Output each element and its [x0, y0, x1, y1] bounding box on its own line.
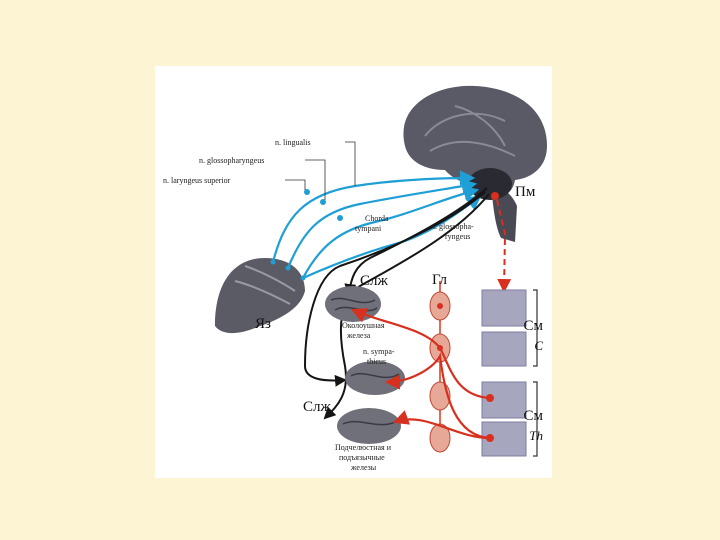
diagram-svg: n. lingualis n. glossopharyngeus n. lary…	[155, 66, 552, 478]
label-c: C	[534, 338, 543, 353]
label-slzh-bottom: Слж	[303, 399, 331, 415]
label-chorda-2: tympani	[355, 224, 382, 233]
label-n-glossopharyngeus: n. glossopharyngeus	[199, 156, 264, 165]
submandibular-gland	[345, 361, 405, 395]
label-n-lingualis: n. lingualis	[275, 138, 311, 147]
label-yaz: Яз	[255, 316, 271, 332]
leader-lines	[285, 142, 355, 200]
spinal-cord	[482, 290, 526, 456]
label-th: Th	[529, 428, 543, 443]
label-sm-c: См	[524, 318, 544, 334]
label-n-glossopha-b1: n. glossopha-	[431, 222, 474, 231]
label-podchelyust-3: железы	[350, 463, 377, 472]
label-pm: Пм	[515, 184, 536, 200]
salivary-nucleus-dot	[491, 192, 499, 200]
label-okoloushnaya-1: Околоушная	[342, 321, 385, 330]
label-podchelyust-1: Подчелюстная и	[335, 443, 392, 452]
label-podchelyust-2: подъязычные	[339, 453, 385, 462]
brain	[403, 86, 547, 242]
label-slzh-top: Слж	[360, 273, 388, 289]
label-n-glossopha-b2: ryngeus	[445, 232, 470, 241]
salivary-reflex-diagram: n. lingualis n. glossopharyngeus n. lary…	[155, 66, 552, 478]
label-n-laryngeus-superior: n. laryngeus superior	[163, 176, 231, 185]
sublingual-gland	[337, 408, 401, 444]
label-sm-th: См	[524, 408, 544, 424]
label-gl: Гл	[432, 272, 448, 288]
label-okoloushnaya-2: железа	[346, 331, 371, 340]
label-n-sympathicus-2: thicus	[367, 357, 386, 366]
label-n-sympathicus-1: n. sympa-	[363, 347, 395, 356]
label-chorda-1: Chorda	[365, 214, 389, 223]
